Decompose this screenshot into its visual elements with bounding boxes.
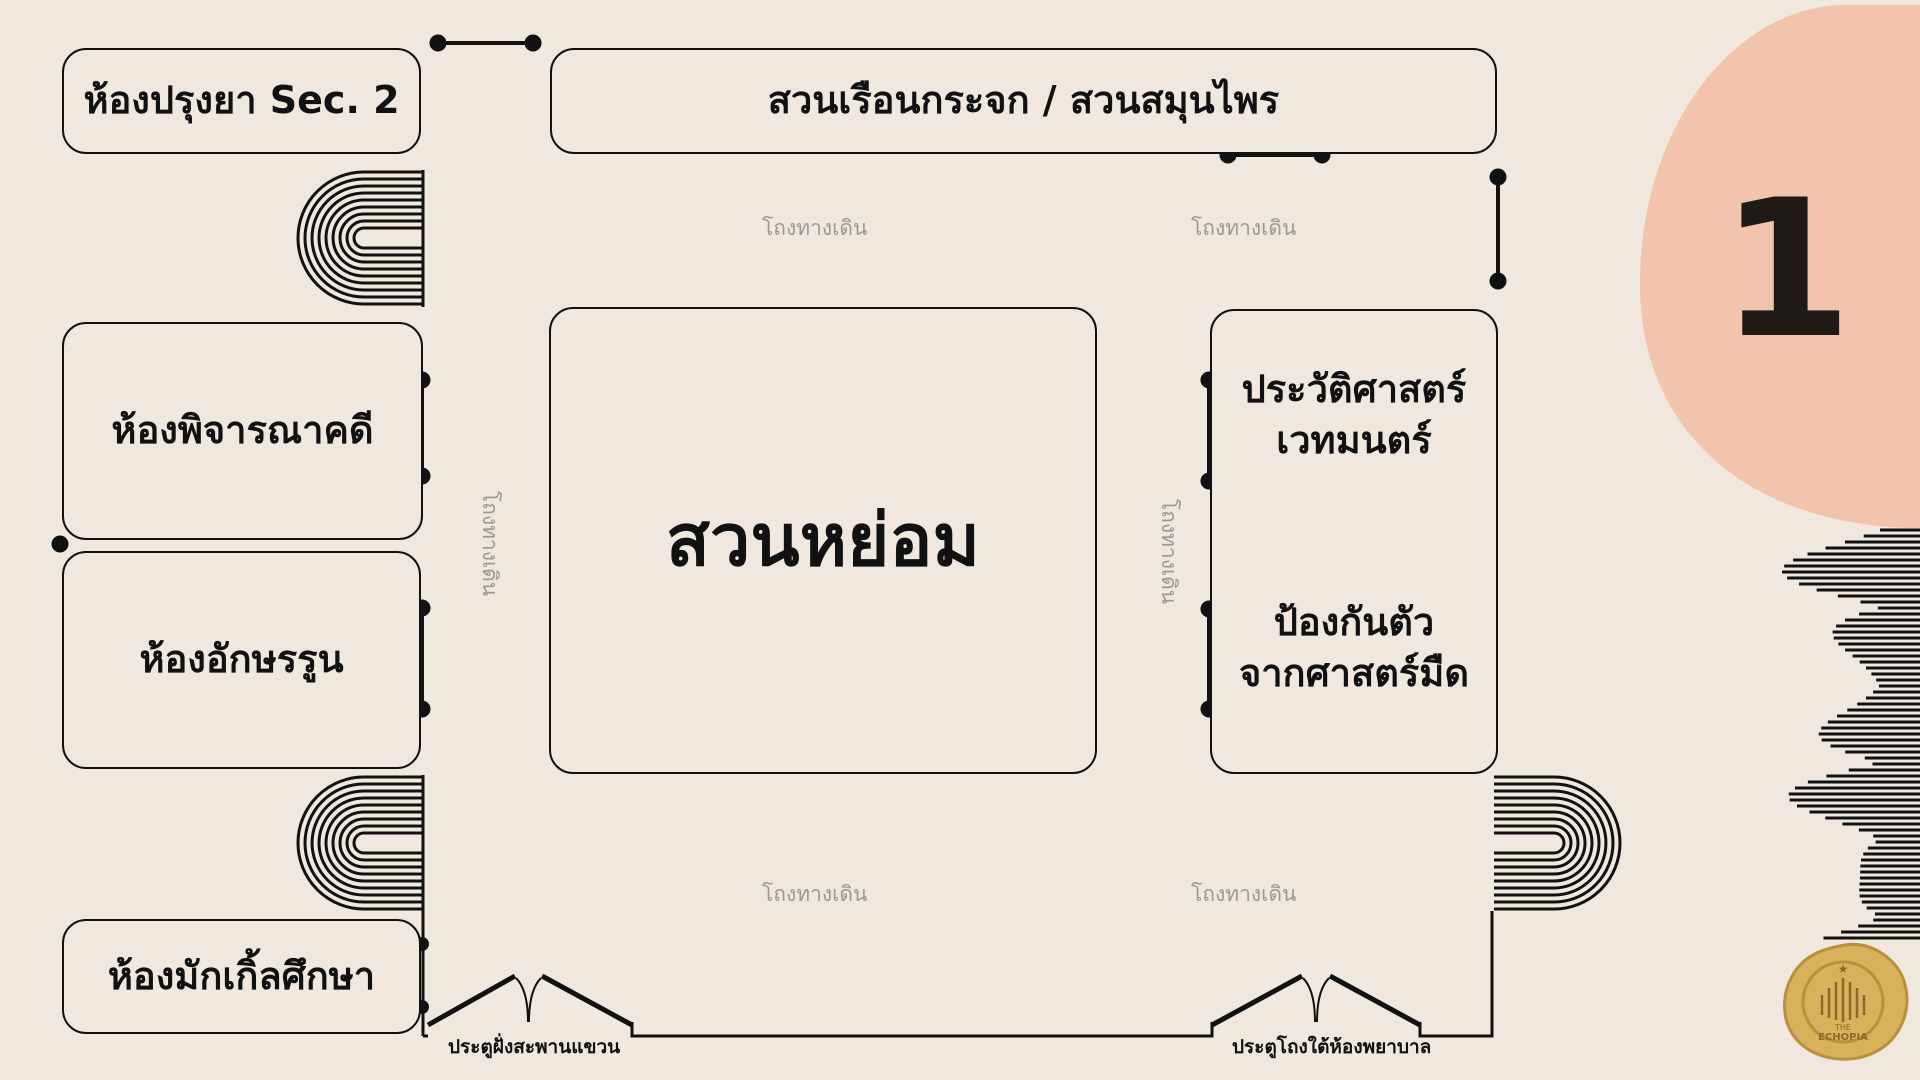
- room-courtroom[interactable]: ห้องพิจารณาคดี: [62, 322, 423, 540]
- room-courtroom-label: ห้องพิจารณาคดี: [111, 408, 374, 453]
- hall-label-top-left: โถงทางเดิน: [762, 216, 868, 240]
- room-muggle-studies[interactable]: ห้องมักเกิ้ลศึกษา: [62, 919, 421, 1034]
- svg-text:★: ★: [1838, 962, 1849, 976]
- spiky-burst-decoration: [1782, 528, 1920, 940]
- arch-decoration-top-left: [296, 170, 424, 306]
- door-label-hospital-hall: ประตูโถงใต้ห้องพยาบาล: [1232, 1036, 1432, 1058]
- hall-label-top-right: โถงทางเดิน: [1191, 216, 1297, 240]
- room-potions-sec2[interactable]: ห้องปรุงยา Sec. 2: [62, 48, 421, 154]
- room-defense-dark-arts[interactable]: ป้องกันตัว จากศาสตร์มืด: [1212, 583, 1496, 713]
- hall-label-left-vertical: โถงทางเดิน: [478, 490, 503, 597]
- room-history-dada-block: [1210, 309, 1498, 774]
- room-greenhouse-label: สวนเรือนกระจก / สวนสมุนไพร: [767, 78, 1280, 123]
- room-history-line2: เวทมนตร์: [1276, 418, 1432, 462]
- room-muggle-studies-label: ห้องมักเกิ้ลศึกษา: [107, 953, 376, 998]
- room-greenhouse[interactable]: สวนเรือนกระจก / สวนสมุนไพร: [550, 48, 1497, 154]
- hall-label-bottom-right: โถงทางเดิน: [1191, 882, 1297, 906]
- seal-bottom-text: ECHOPIA: [1818, 1032, 1868, 1043]
- room-courtyard-label: สวนหย่อม: [666, 497, 980, 582]
- arch-decoration-bottom-left: [296, 775, 424, 911]
- seal-top-text: THE: [1834, 1023, 1851, 1032]
- hall-label-bottom-left: โถงทางเดิน: [762, 882, 868, 906]
- door-suspension-bridge-icon: [426, 973, 634, 1028]
- room-runes[interactable]: ห้องอักษรรูน: [62, 551, 421, 769]
- page-number: 1: [1720, 159, 1853, 380]
- room-dada-line1: ป้องกันตัว: [1273, 599, 1435, 644]
- door-hospital-hall-icon: [1210, 973, 1422, 1028]
- room-runes-label: ห้องอักษรรูน: [139, 637, 344, 682]
- room-history-line1: ประวัติศาสตร์: [1241, 366, 1467, 411]
- arch-decoration-right: [1494, 775, 1622, 911]
- room-potions-sec2-label: ห้องปรุงยา Sec. 2: [83, 78, 400, 123]
- hall-label-right-vertical: โถงทางเดิน: [1157, 498, 1182, 605]
- room-history-of-magic[interactable]: ประวัติศาสตร์ เวทมนตร์: [1212, 350, 1496, 480]
- room-courtyard[interactable]: สวนหย่อม: [549, 307, 1097, 774]
- room-dada-line2: จากศาสตร์มืด: [1238, 651, 1470, 695]
- door-label-suspension-bridge: ประตูฝั่งสะพานแขวน: [448, 1036, 621, 1058]
- wax-seal-logo: ★ THE ECHOPIA: [1783, 942, 1909, 1061]
- peach-blob-decoration: [1640, 5, 1920, 528]
